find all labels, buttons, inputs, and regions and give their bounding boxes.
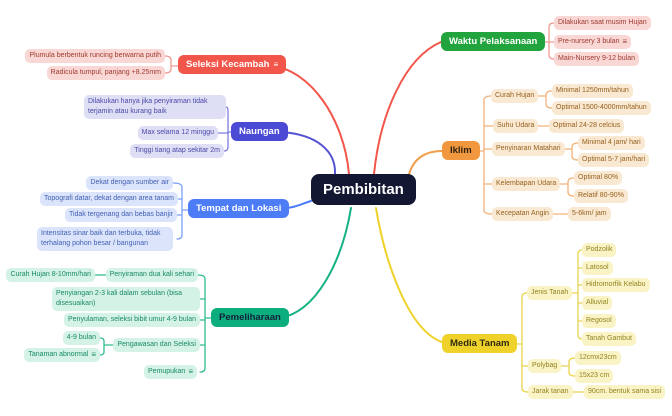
branch-label: Pemeliharaan [219, 312, 281, 323]
bubble-penyinaran[interactable]: Penyinaran Matahari [492, 142, 565, 156]
bubble-tanaman-abnormal[interactable]: Tanaman abnormal ≡ [24, 348, 100, 362]
bubble-main-nursery[interactable]: Main-Nursery 9-12 bulan [554, 52, 640, 66]
link-waktu [373, 41, 442, 175]
notes-icon: ≡ [91, 349, 96, 359]
branch-label: Tempat dan Lokasi [196, 203, 282, 214]
branch-node-naungan[interactable]: Naungan [231, 122, 288, 141]
bubble-regosol[interactable]: Regosol [582, 314, 616, 328]
branch-label: Media Tanam [450, 338, 510, 349]
branch-label: Waktu Pelaksanaan [449, 36, 538, 47]
bubble-angin[interactable]: Kecepatan Angin [492, 207, 553, 221]
bubble-podzolik[interactable]: Podzolik [582, 243, 617, 257]
bubble-penyiangan[interactable]: Penyiangan 2-3 kali dalam sebulan (bisa … [52, 287, 200, 311]
link-pemeliharaan [279, 207, 352, 319]
bubble-intensitas[interactable]: Intensitas sinar baik dan terbuka, tidak… [37, 227, 173, 251]
bubble-curah-opt[interactable]: Optimal 1500-4000mm/tahun [552, 101, 651, 115]
bubble-plumula[interactable]: Plumula berbentuk runcing berwarna putih [25, 49, 165, 63]
branch-node-media-tanam[interactable]: Media Tanam [442, 334, 518, 353]
bubble-label: Pre-nursery 3 bulan [558, 38, 620, 45]
bubble-lembap-rel[interactable]: Relatif 80-90% [574, 189, 628, 203]
bubble-pre-nursery[interactable]: Pre-nursery 3 bulan ≡ [554, 35, 632, 49]
bubble-pengawasan[interactable]: Pengawasan dan Seleksi [113, 338, 200, 352]
bubble-alluvial[interactable]: Alluvial [582, 296, 613, 310]
bubble-naungan-dilakukan[interactable]: Dilakukan hanya jika penyiraman tidak te… [84, 95, 226, 119]
bubble-jarak-val[interactable]: 90cm. bentuk sama sisi [584, 385, 666, 399]
bubble-jenis-tanah[interactable]: Jenis Tanah [527, 286, 573, 300]
bubble-suhu[interactable]: Suhu Udara [493, 119, 539, 133]
branch-node-seleksi-kecambah[interactable]: Seleksi Kecambah ≡ [178, 55, 287, 74]
bubble-naungan-max[interactable]: Max selama 12 minggu [137, 126, 218, 140]
bubble-naungan-tinggi[interactable]: Tinggi tiang atap sekitar 2m [130, 144, 224, 158]
bubble-sinar-min[interactable]: Minimal 4 jam/ hari [578, 136, 645, 150]
branch-node-pemeliharaan[interactable]: Pemeliharaan [211, 308, 289, 327]
bubble-musim-hujan[interactable]: Dilakukan saat musim Hujan [554, 16, 651, 30]
branch-label: Iklim [450, 145, 472, 156]
bubble-topografi[interactable]: Topografi datar, dekat dengan area tanam [40, 192, 178, 206]
bubble-sumber-air[interactable]: Dekat dengan sumber air [86, 176, 173, 190]
bubble-tanah-gambut[interactable]: Tanah Gambut [582, 332, 636, 346]
bubble-sinar-opt[interactable]: Optimal 5-7 jam/hari [578, 153, 650, 167]
bubble-polybag[interactable]: Polybag [528, 359, 562, 373]
notes-icon: ≡ [622, 36, 628, 46]
branch-label: Naungan [239, 126, 280, 137]
bubble-hidromorfik[interactable]: Hidromorfik Kelabu [582, 278, 650, 292]
bubble-curah-min[interactable]: Minimal 1250mm/tahun [552, 84, 633, 98]
link-naungan [279, 131, 337, 175]
bubble-tergenang[interactable]: Tidak tergenang dan bebas banjir [64, 208, 177, 222]
bubble-lembap-opt[interactable]: Optimal 80% [574, 171, 623, 185]
notes-icon: ≡ [188, 366, 193, 376]
bubble-angin-val[interactable]: 5-6km/ jam [568, 207, 611, 221]
link-iklim [408, 150, 443, 175]
bubble-umur[interactable]: 4-9 bulan [62, 331, 100, 345]
bubble-polybag-1[interactable]: 12cmx23cm [575, 351, 621, 365]
link-media [375, 207, 443, 343]
branch-node-tempat-lokasi[interactable]: Tempat dan Lokasi [188, 199, 290, 218]
notes-icon: ≡ [273, 59, 279, 69]
branch-label: Seleksi Kecambah [186, 59, 270, 70]
bubble-suhu-opt[interactable]: Optimal 24-28 celcius [549, 119, 625, 133]
bubble-jarak-tanan[interactable]: Jarak tanan [528, 385, 573, 399]
bubble-latosol[interactable]: Latosol [582, 261, 613, 275]
bubble-polybag-2[interactable]: 15x23 cm [575, 369, 614, 383]
link-seleksi [271, 65, 350, 175]
branch-node-waktu-pelaksanaan[interactable]: Waktu Pelaksanaan [441, 32, 546, 51]
bubble-label: Pemupukan [147, 368, 186, 375]
bubble-penyiraman[interactable]: Penyiraman dua kali sehari [105, 268, 198, 282]
bubble-pemupukan[interactable]: Pemupukan ≡ [143, 365, 197, 379]
bubble-label: Tanaman abnormal [28, 351, 89, 358]
bubble-curah-hujan-harian[interactable]: Curah Hujan 8-10mm/hari [6, 268, 95, 282]
bubble-radicula[interactable]: Radicula tumpul, panjang +8.25mm [46, 66, 165, 80]
bubble-curah-hujan[interactable]: Curah Hujan [491, 89, 539, 103]
bubble-kelembapan[interactable]: Kelembapan Udara [492, 177, 561, 191]
branch-node-iklim[interactable]: Iklim [442, 141, 480, 160]
bubble-penyulaman[interactable]: Penyulaman, seleksi bibit umur 4-9 bulan [63, 313, 200, 327]
central-node-pembibitan[interactable]: Pembibitan [311, 174, 416, 205]
